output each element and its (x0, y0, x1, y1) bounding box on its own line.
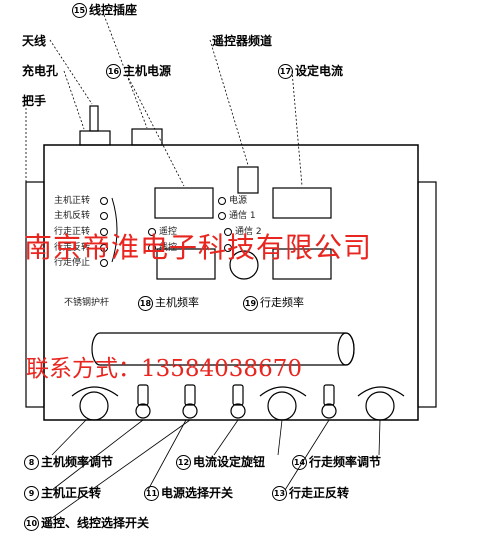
travel-freq-display (272, 248, 332, 280)
label-charge-hole: 充电孔 (22, 64, 59, 78)
watermark-company: 南京帝淮电子科技有限公司 (24, 231, 373, 264)
main-freq-display (156, 248, 216, 280)
text-travel-stop: 行走停止 (54, 258, 91, 268)
antenna (89, 105, 99, 132)
text-power: 电源 (229, 196, 248, 206)
right-handle (417, 181, 437, 408)
text-line-control: 线控 (159, 243, 178, 253)
watermark-contact: 联系方式：13584038670 (26, 356, 302, 382)
text-main-reverse: 主机反转 (54, 211, 91, 221)
label-antenna: 天线 (22, 34, 47, 48)
text-channel-2: 通信 2 (235, 227, 262, 237)
text-channel-1: 通信 1 (229, 211, 256, 221)
current-display (272, 187, 332, 219)
text-travel-reverse: 行走反转 (54, 243, 91, 253)
text-remote: 遥控 (159, 227, 178, 237)
main-power-display (154, 187, 214, 219)
text-steel-guard: 不锈钢护杆 (64, 298, 110, 308)
charge-port (79, 130, 111, 146)
center-knob (229, 250, 259, 280)
label-remote-channel: 遥控器频道 (212, 34, 273, 48)
line-socket (131, 128, 163, 146)
panel-body (43, 144, 419, 421)
label-handle: 把手 (22, 94, 47, 108)
text-travel-forward: 行走正转 (54, 227, 91, 237)
channel-display (237, 166, 259, 194)
led-bracket (111, 197, 118, 263)
text-main-forward: 主机正转 (54, 196, 91, 206)
